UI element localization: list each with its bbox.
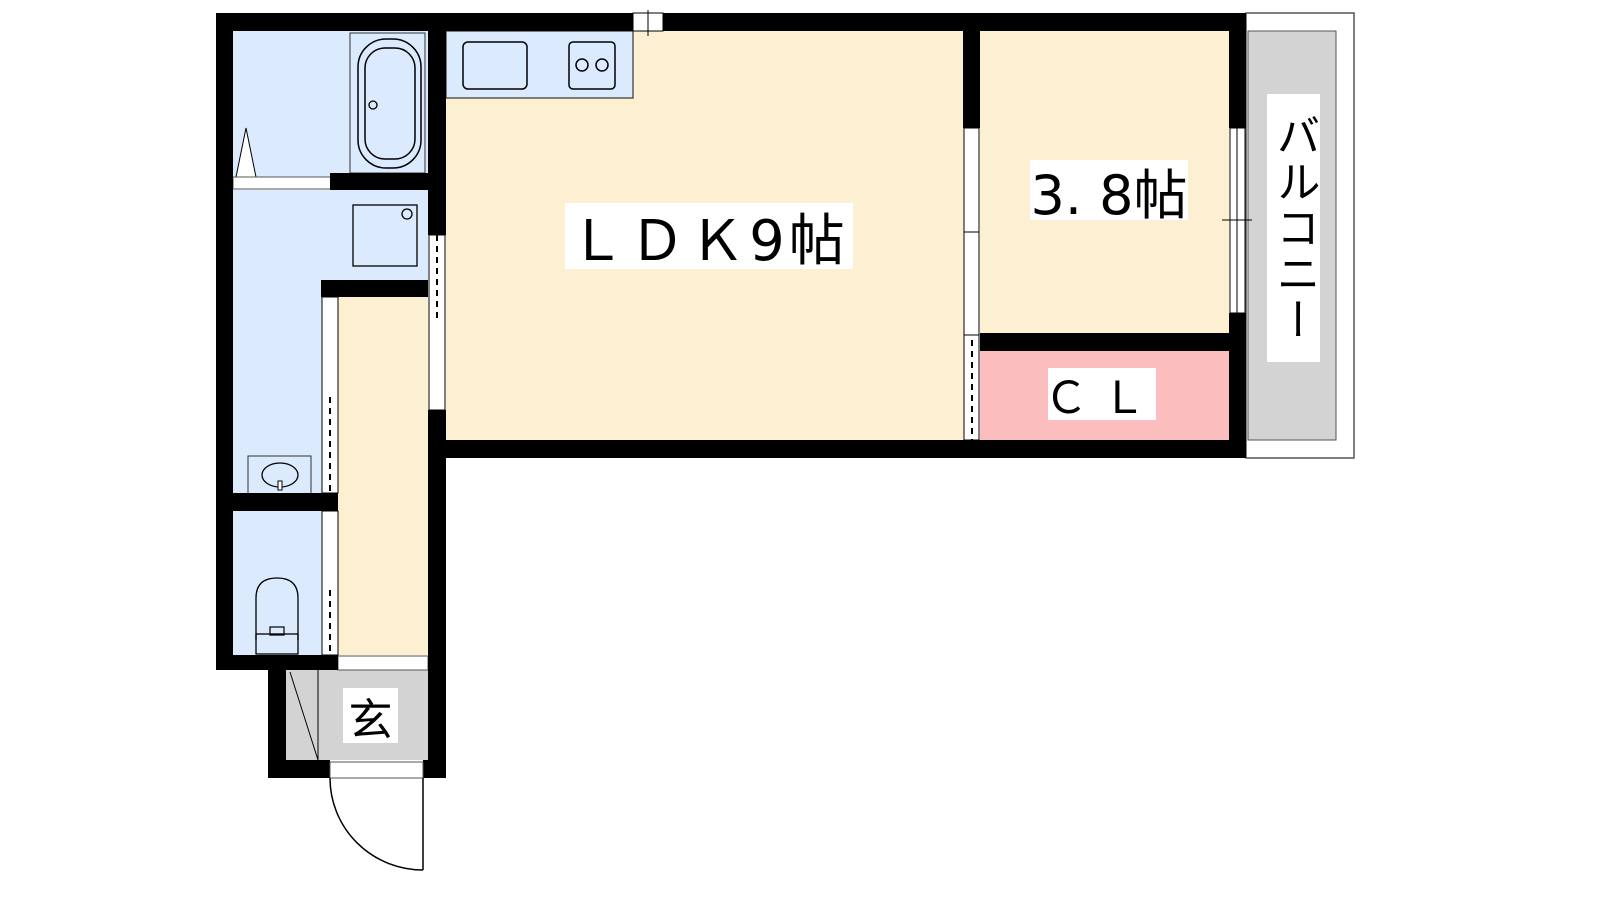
bathroom-door [232,176,334,190]
entrance-door [329,761,424,871]
kitchen-counter [445,30,634,99]
toilet-floor [233,511,333,655]
bedroom-label: 3. 8帖 [1030,160,1188,227]
bathtub-icon [235,32,426,178]
sliding-doors [321,10,1252,656]
ldk-label: ＬＤＫ9帖 [565,203,853,274]
hallway-floor [338,297,428,655]
sink-icon [462,41,528,90]
stove-icon [568,41,616,90]
washing-machine-icon [352,204,418,267]
balcony-label: バルコニー [1267,94,1320,362]
toilet-icon [255,577,299,655]
entrance-step [337,655,429,671]
walls [216,13,1246,778]
entrance-label: 玄 [343,688,398,746]
closet-label: ＣＬ [1044,368,1156,424]
